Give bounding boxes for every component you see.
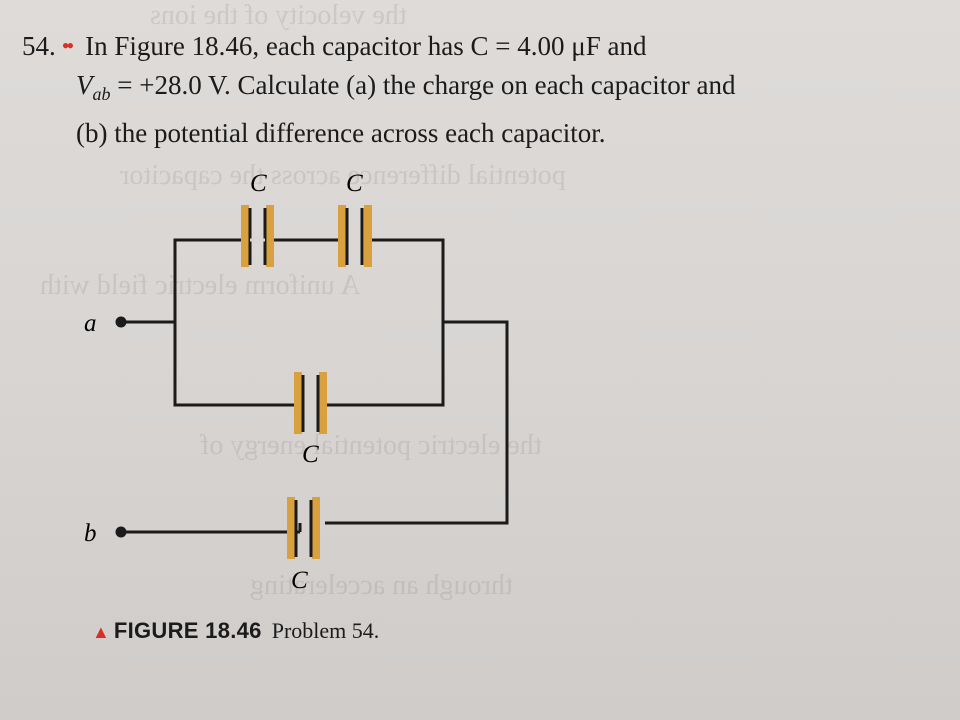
capacitor-label-middle: C [302,441,319,468]
problem-statement: 54.••In Figure 18.46, each capacitor has… [22,26,882,153]
problem-text-line-3: (b) the potential difference across each… [76,118,606,148]
caption-figure-number: FIGURE 18.46 [113,618,262,643]
terminal-b-dot [115,526,127,538]
problem-line-1: 54.••In Figure 18.46, each capacitor has… [22,26,882,66]
capacitor-top-right [338,205,372,267]
capacitor-middle [294,372,327,434]
problem-text-line-2: = +28.0 V. Calculate (a) the charge on e… [110,70,736,100]
triangle-icon: ▲ [92,622,110,642]
capacitor-bottom [287,497,320,559]
circuit-wires [122,238,509,534]
capacitor-top-left [241,205,274,267]
caption-problem: Problem 54. [271,618,380,643]
capacitor-label-top-right: C [346,170,363,197]
problem-number: 54. [22,31,56,61]
figure-caption: ▲FIGURE 18.46 Problem 54. [92,618,379,644]
problem-line-2: Vab = +28.0 V. Calculate (a) the charge … [22,66,882,114]
vab-symbol: V [76,70,93,100]
terminal-b-label: b [84,520,97,547]
capacitor-label-bottom: C [291,567,308,594]
terminal-a-label: a [84,310,97,337]
capacitor-label-top-left: C [250,170,267,197]
vab-subscript: ab [92,84,111,104]
problem-line-3: (b) the potential difference across each… [22,114,882,153]
terminal-a-dot [115,316,127,328]
problem-text-line-1: In Figure 18.46, each capacitor has C = … [85,31,647,61]
